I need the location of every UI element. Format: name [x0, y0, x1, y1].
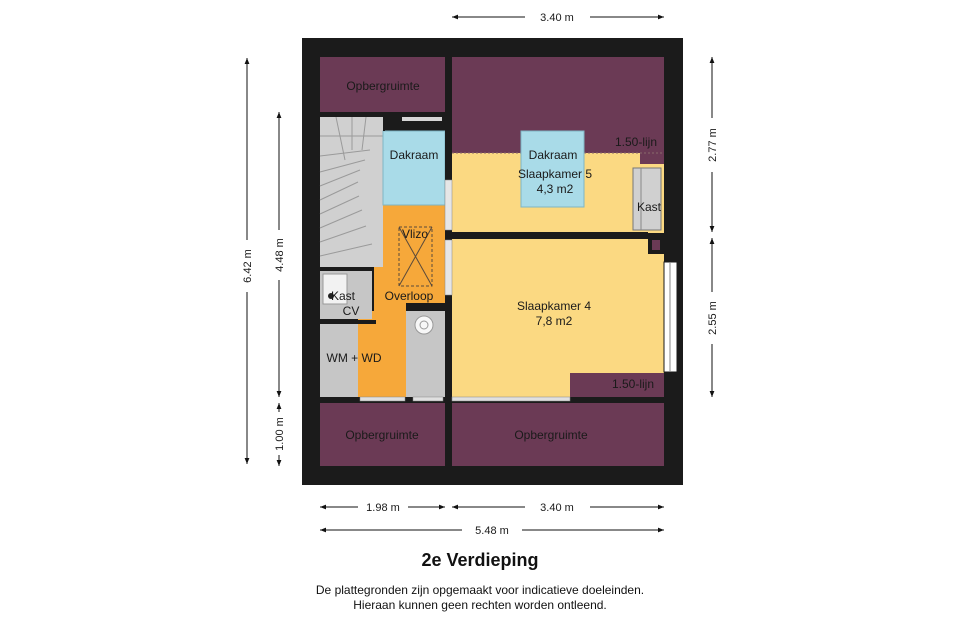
stair-treads: [319, 116, 383, 257]
floor-title: 2e Verdieping: [421, 550, 539, 570]
dimension-bottom-left: 1.98 m: [320, 502, 445, 514]
svg-text:2.77 m: 2.77 m: [707, 128, 719, 162]
toilet-icon-inner: [419, 320, 429, 330]
dimension-bottom-total: 5.48 m: [320, 525, 664, 537]
label-closet-left: Kast: [331, 289, 356, 303]
label-bedroom-5-area: 4,3 m2: [537, 182, 574, 196]
label-storage-bottom-right: Opbergruimte: [514, 428, 588, 442]
storage-right-upper: [640, 152, 664, 164]
svg-text:1.00 m: 1.00 m: [274, 417, 286, 451]
dimension-left-upper: 4.48 m: [274, 112, 286, 397]
disclaimer-line-1: De plattegronden zijn opgemaakt voor ind…: [315, 583, 645, 597]
toilet-room-wall: [406, 303, 445, 311]
dimension-right-lower: 2.55 m: [707, 238, 719, 397]
label-bedroom-5: Slaapkamer 5: [518, 167, 592, 181]
label-washer-dryer: WM + WD: [327, 351, 382, 365]
closet-cv-inner: [322, 273, 348, 305]
landing-floor: [383, 205, 445, 265]
dimension-left-total: 6.42 m: [242, 58, 254, 464]
svg-text:2.55 m: 2.55 m: [707, 301, 719, 335]
vlizo-hatch: [398, 226, 433, 287]
label-vlizo: Vlizo: [402, 227, 428, 241]
label-storage-top-left: Opbergruimte: [346, 79, 420, 93]
washer-dryer-area: [320, 324, 358, 397]
kast-cv-divider: [316, 320, 376, 324]
svg-text:6.42 m: 6.42 m: [242, 249, 254, 283]
svg-text:5.48 m: 5.48 m: [475, 525, 509, 537]
dimension-right-upper: 2.77 m: [707, 57, 719, 232]
label-closet-right: Kast: [637, 200, 662, 214]
label-line-150-top: 1.50-lijn: [615, 135, 657, 149]
door-bottom-left: [359, 396, 406, 402]
storage-bottom-left: [320, 403, 445, 466]
bedroom-4-floor: [452, 239, 664, 373]
label-bedroom-4: Slaapkamer 4: [517, 299, 591, 313]
disclaimer-line-2: Hieraan kunnen geen rechten worden ontle…: [353, 598, 607, 612]
label-storage-bottom-left: Opbergruimte: [345, 428, 419, 442]
svg-text:3.40 m: 3.40 m: [540, 12, 574, 24]
skylight-left: [382, 130, 446, 206]
storage-top-left: [320, 57, 445, 112]
skylight-right: [520, 130, 585, 208]
storage-bottom-strip: [570, 373, 664, 397]
label-line-150-bottom: 1.50-lijn: [612, 377, 654, 391]
label-skylight-left: Dakraam: [390, 148, 439, 162]
toilet-icon: [414, 315, 434, 335]
door-gap-top: [402, 117, 442, 121]
cv-boiler-icon: [328, 293, 334, 299]
door-bedroom5: [444, 179, 453, 231]
svg-text:4.48 m: 4.48 m: [274, 238, 286, 272]
label-landing: Overloop: [385, 289, 434, 303]
bedroom-4-notch-inner: [652, 240, 660, 250]
closet-right: [632, 167, 662, 231]
wall-skylight-left: [383, 117, 385, 131]
disclaimer: De plattegronden zijn opgemaakt voor ind…: [0, 583, 960, 613]
storage-bottom-right: [452, 403, 664, 466]
dimension-bottom-right: 3.40 m: [452, 502, 664, 514]
label-bedroom-4-area: 7,8 m2: [536, 314, 573, 328]
label-cv: CV: [343, 304, 360, 318]
door-bottom-right: [451, 396, 571, 402]
svg-text:1.98 m: 1.98 m: [366, 502, 400, 514]
door-bedroom4: [444, 239, 453, 296]
svg-text:3.40 m: 3.40 m: [540, 502, 574, 514]
landing-floor-bottom: [358, 311, 406, 397]
dimension-left-lower: 1.00 m: [274, 403, 286, 466]
door-bottom-mid: [412, 396, 444, 402]
dimension-top: 3.40 m: [452, 12, 664, 24]
bedroom-4-floor-bottom: [452, 373, 570, 397]
wall-top-left: [320, 112, 445, 117]
wall-between-bedrooms: [452, 232, 648, 238]
vlizo-cross-b: [398, 226, 433, 287]
label-skylight-right: Dakraam: [529, 148, 578, 162]
